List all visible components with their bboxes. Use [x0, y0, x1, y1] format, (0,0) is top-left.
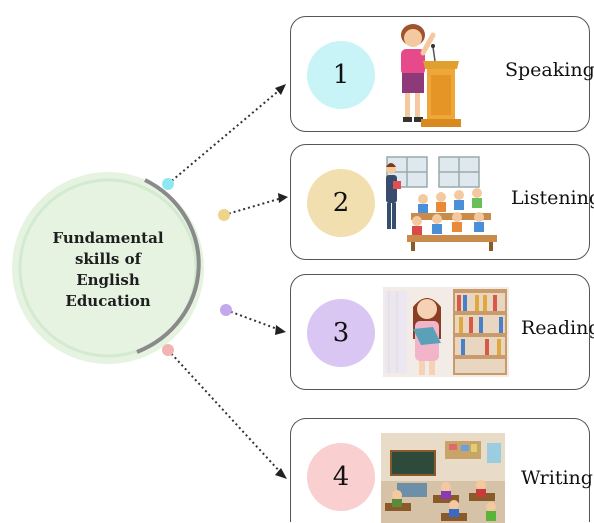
classroom-students-icon	[386, 156, 497, 251]
number-badge: 4	[307, 443, 375, 511]
number-badge: 1	[307, 41, 375, 109]
arrow-head-4	[275, 468, 287, 479]
number-badge: 2	[307, 169, 375, 237]
center-circle-ring	[18, 178, 198, 358]
skill-label: Writing	[521, 467, 593, 489]
arc-dot-4	[162, 344, 174, 356]
skill-card-writing: 4 Writing	[290, 418, 593, 523]
arc-dot-2	[218, 209, 230, 221]
skill-card-speaking: 1 Speaking	[290, 16, 594, 132]
center-title-line: English	[76, 271, 140, 289]
center-title: Fundamental skills of English Education	[37, 228, 179, 312]
center-circle	[12, 172, 204, 364]
arrow-head-1	[275, 84, 286, 95]
arrow-head-3	[275, 325, 286, 335]
center-title-line: Fundamental	[52, 229, 164, 247]
skill-card-reading: 3	[290, 274, 594, 390]
skill-label: Speaking	[505, 59, 594, 81]
girl-reading-in-library-icon	[383, 287, 509, 377]
connector-1	[167, 87, 283, 185]
center-title-line: Education	[65, 292, 151, 310]
arrow-head-2	[278, 193, 288, 203]
connector-4	[167, 349, 283, 475]
skill-label: Reading	[521, 317, 594, 339]
center-title-line: skills of	[74, 250, 142, 268]
number-badge: 3	[307, 299, 375, 367]
skill-label: Listening	[511, 187, 594, 209]
arc-dot-3	[220, 304, 232, 316]
teacher-at-podium-icon	[401, 24, 461, 127]
connector-2	[223, 197, 283, 216]
students-writing-classroom-icon	[381, 433, 505, 523]
connector-3	[225, 309, 281, 331]
arc-dot-1	[162, 178, 174, 190]
skill-card-listening: 2	[290, 144, 594, 260]
outer-arc	[136, 178, 201, 354]
